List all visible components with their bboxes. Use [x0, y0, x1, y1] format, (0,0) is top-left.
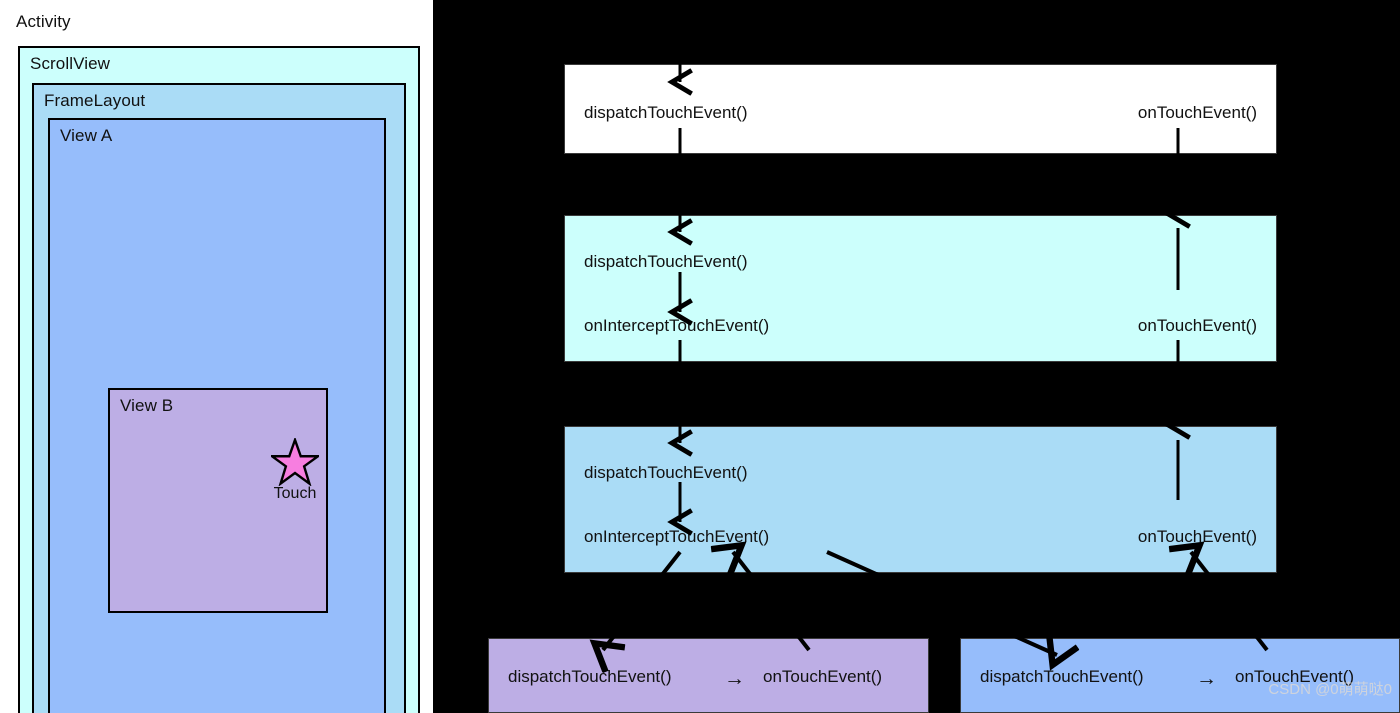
- view-a-label: View A: [60, 126, 113, 145]
- view-b-container: View B Touch: [108, 388, 328, 613]
- framelayout-ontouch-label: onTouchEvent(): [1137, 527, 1257, 546]
- activity-dispatch-label: dispatchTouchEvent(): [584, 103, 748, 122]
- scrollview-dispatch-label: dispatchTouchEvent(): [584, 252, 748, 271]
- touch-point-group: Touch: [257, 438, 333, 518]
- flow-box-activity: dispatchTouchEvent() onTouchEvent(): [564, 64, 1277, 154]
- scrollview-label: ScrollView: [30, 54, 111, 73]
- viewb-dispatch-label: dispatchTouchEvent(): [508, 667, 672, 686]
- touch-label: Touch: [273, 485, 317, 502]
- viewb-ontouch-label: onTouchEvent(): [763, 667, 883, 686]
- star-icon: [271, 438, 319, 486]
- csdn-watermark: CSDN @0萌萌哒0: [1268, 681, 1392, 698]
- framelayout-dispatch-label: dispatchTouchEvent(): [584, 463, 748, 482]
- flow-box-view-a: dispatchTouchEvent() → onTouchEvent(): [960, 638, 1400, 713]
- view-hierarchy-panel: Activity ScrollView FrameLayout View A V…: [0, 0, 437, 713]
- view-b-label: View B: [120, 396, 174, 415]
- framelayout-intercept-label: onInterceptTouchEvent(): [584, 527, 770, 546]
- scrollview-intercept-label: onInterceptTouchEvent(): [584, 316, 770, 335]
- flow-box-view-b: dispatchTouchEvent() → onTouchEvent(): [488, 638, 929, 713]
- activity-label: Activity: [16, 12, 71, 31]
- view-a-container: View A View B Touch: [48, 118, 386, 713]
- framelayout-label: FrameLayout: [44, 91, 146, 110]
- viewa-dispatch-label: dispatchTouchEvent(): [980, 667, 1144, 686]
- viewa-ontouch-label: onTouchEvent(): [1235, 667, 1355, 686]
- viewa-arrow-icon: →: [1196, 667, 1217, 690]
- viewb-arrow-icon: →: [724, 667, 745, 690]
- event-flow-panel: dispatchTouchEvent() onTouchEvent() disp…: [437, 0, 1400, 713]
- activity-ontouch-label: onTouchEvent(): [1137, 103, 1257, 122]
- flow-box-scrollview: dispatchTouchEvent() onInterceptTouchEve…: [564, 215, 1277, 362]
- flow-box-framelayout: dispatchTouchEvent() onInterceptTouchEve…: [564, 426, 1277, 573]
- scrollview-ontouch-label: onTouchEvent(): [1137, 316, 1257, 335]
